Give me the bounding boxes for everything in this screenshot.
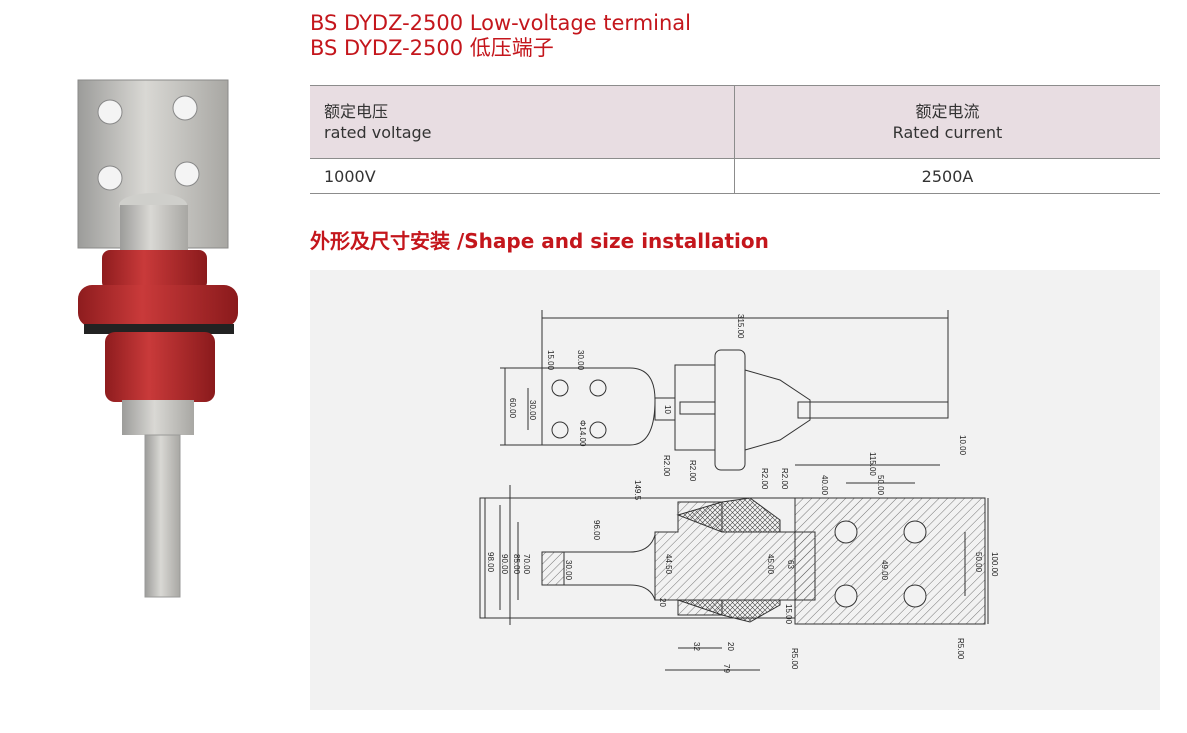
dim-96: 96.00: [592, 520, 601, 541]
technical-drawing: 315.00 15.00 30.00 60.00 30.00 Φ14.00 10…: [310, 270, 1160, 710]
dim-44: 44.50: [664, 554, 673, 575]
dim-r2d: R2.00: [780, 468, 789, 490]
product-title-en: BS DYDZ-2500 Low-voltage terminal: [310, 11, 692, 35]
cell-current-value: 2500A: [734, 158, 1160, 194]
dimension-labels: 315.00 15.00 30.00 60.00 30.00 Φ14.00 10…: [486, 314, 999, 673]
dim-79: 79: [722, 664, 731, 673]
header-rated-voltage: 额定电压 rated voltage: [310, 85, 735, 159]
dim-98: 98.00: [486, 552, 495, 573]
table-row: 1000V 2500A: [310, 158, 1160, 194]
dim-90: 90.00: [500, 554, 509, 575]
spec-table-header: 额定电压 rated voltage 额定电流 Rated current: [310, 85, 1160, 159]
header-voltage-zh: 额定电压: [324, 102, 389, 121]
dim-49: 49.00: [880, 560, 889, 581]
header-voltage-en: rated voltage: [324, 123, 432, 142]
dim-50b: 50.00: [974, 552, 983, 573]
section-title: 外形及尺寸安装 /Shape and size installation: [310, 229, 769, 253]
dim-r5b: R5.00: [956, 638, 965, 660]
dim-20a: 20: [658, 598, 667, 607]
dim-15b: 15.00: [784, 604, 793, 625]
dim-10b: 10.00: [958, 435, 967, 456]
dim-40: 40.00: [820, 475, 829, 496]
dim-30a: 30.00: [576, 350, 585, 371]
dim-32: 32: [692, 642, 701, 651]
dim-r2a: R2.00: [662, 455, 671, 477]
dim-15: 15.00: [546, 350, 555, 371]
header-rated-current: 额定电流 Rated current: [734, 85, 1160, 159]
spec-table: 额定电压 rated voltage 额定电流 Rated current 10…: [310, 85, 1160, 194]
dim-63: 63: [786, 560, 795, 569]
dim-70: 70.00: [522, 554, 531, 575]
product-photo: [77, 79, 238, 598]
dim-r5a: R5.00: [790, 648, 799, 670]
drawing-svg: 315.00 15.00 30.00 60.00 30.00 Φ14.00 10…: [479, 310, 999, 673]
dim-20b: 20: [726, 642, 735, 651]
cell-voltage-value: 1000V: [310, 158, 735, 194]
dim-45: 45.00: [766, 554, 775, 575]
dim-r2c: R2.00: [760, 468, 769, 490]
dim-85: 85.00: [512, 554, 521, 575]
dim-60: 60.00: [508, 398, 517, 419]
dim-30c: 30.00: [564, 560, 573, 581]
dim-149: 149.5: [633, 480, 642, 501]
header-current-en: Rated current: [892, 123, 1003, 142]
dim-hole: Φ14.00: [578, 420, 587, 447]
dim-50a: 50.00: [876, 475, 885, 496]
dim-r2b: R2.00: [688, 460, 697, 482]
product-title-zh: BS DYDZ-2500 低压端子: [310, 36, 554, 60]
header-current-zh: 额定电流: [915, 102, 980, 121]
dim-30b: 30.00: [528, 400, 537, 421]
dim-100: 100.00: [990, 552, 999, 577]
dim-total-length: 315.00: [736, 314, 745, 339]
dim-115: 115.00: [868, 452, 877, 476]
dim-10a: 10: [663, 405, 672, 414]
